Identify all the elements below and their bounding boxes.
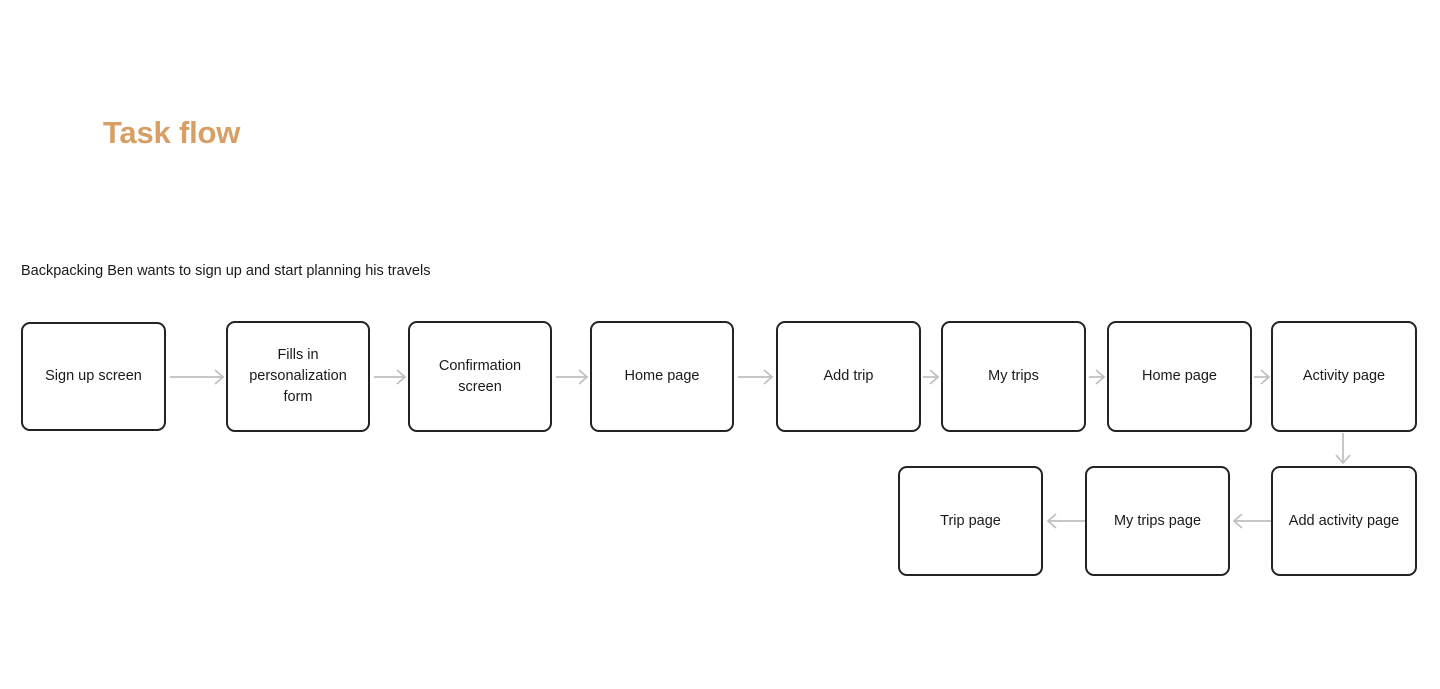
flow-arrow-left-2: [1045, 512, 1085, 530]
flow-arrow-right-3: [556, 368, 590, 386]
flow-node-label: My trips: [988, 368, 1039, 384]
flow-node-label: Confirmation screen: [438, 357, 522, 395]
flow-arrow-right-6: [1089, 368, 1107, 386]
flow-node-label: My trips page: [1113, 512, 1202, 529]
page-title: Task flow: [103, 115, 241, 150]
flow-node-label: Sign up screen: [45, 368, 142, 384]
flow-arrow-down-1: [1334, 433, 1352, 466]
flow-node-label: Add trip: [823, 368, 874, 384]
flow-node-home-page-2[interactable]: Home page: [1107, 321, 1252, 432]
flow-node-add-trip[interactable]: Add trip: [776, 321, 921, 432]
flow-arrow-left-1: [1231, 512, 1271, 530]
flow-arrow-right-4: [738, 368, 776, 386]
flow-arrow-right-2: [374, 368, 408, 386]
flow-node-home-page-1[interactable]: Home page: [590, 321, 734, 432]
flow-node-label: Trip page: [940, 512, 1001, 529]
flow-node-confirmation-screen[interactable]: Confirmation screen: [408, 321, 552, 432]
flow-node-label: Home page: [624, 368, 700, 384]
flow-node-label: Fills in personalization form: [249, 347, 347, 405]
flow-node-sign-up-screen[interactable]: Sign up screen: [21, 322, 166, 431]
flow-node-my-trips[interactable]: My trips: [941, 321, 1086, 432]
flow-node-label: Home page: [1142, 368, 1217, 384]
flow-node-label: Activity page: [1302, 368, 1386, 384]
flow-caption: Backpacking Ben wants to sign up and sta…: [21, 263, 431, 279]
flow-node-activity-page[interactable]: Activity page: [1271, 321, 1417, 432]
flow-arrow-right-5: [923, 368, 941, 386]
flow-node-add-activity-page[interactable]: Add activity page: [1271, 466, 1417, 576]
flow-node-trip-page[interactable]: Trip page: [898, 466, 1043, 576]
flow-arrow-right-7: [1254, 368, 1272, 386]
flow-node-fills-in-personalization-form[interactable]: Fills in personalization form: [226, 321, 370, 432]
flow-node-my-trips-page[interactable]: My trips page: [1085, 466, 1230, 576]
flow-arrow-right-1: [170, 368, 226, 386]
flow-node-label: Add activity page: [1288, 512, 1400, 529]
